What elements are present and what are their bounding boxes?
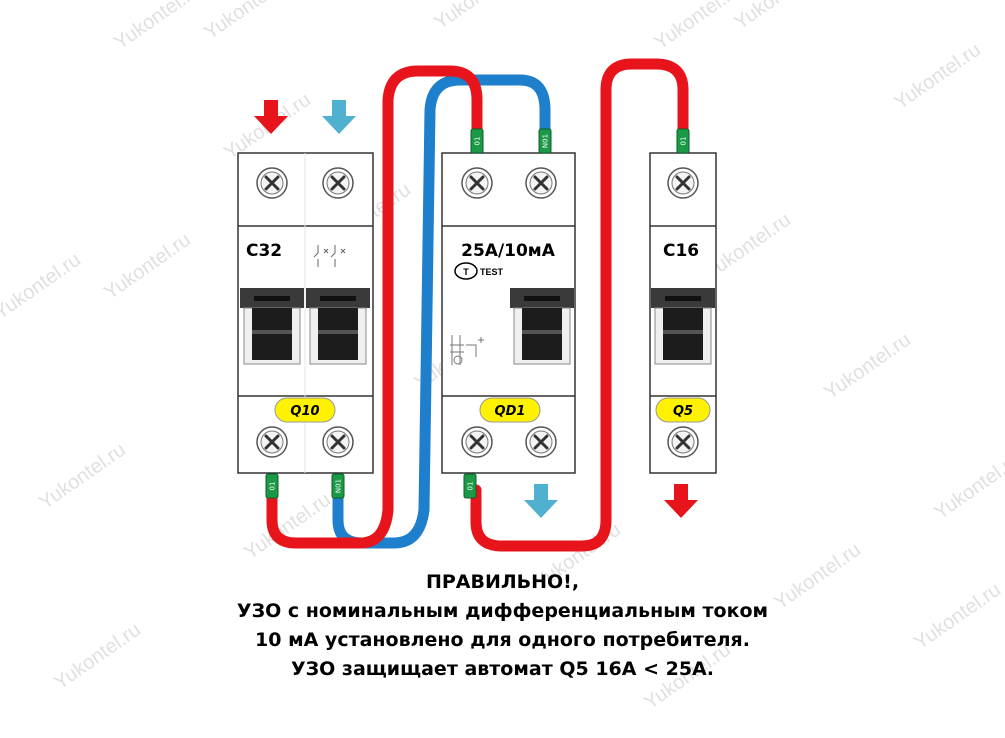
watermark-text: Yukontel.ru — [110, 0, 205, 54]
wire-marker: 01 — [474, 137, 482, 146]
test-button[interactable]: T TEST — [454, 262, 504, 280]
test-label: TEST — [480, 267, 504, 277]
caption-line-2: УЗО с номинальным дифференциальным током — [236, 600, 769, 622]
watermark-text: Yukontel.ru — [0, 249, 85, 324]
phase-wire-q10-to-qd1 — [266, 65, 483, 549]
neutral-out-arrow — [524, 484, 558, 518]
watermark-text: Yukontel.ru — [820, 329, 915, 404]
watermark-text: Yukontel.ru — [730, 0, 825, 34]
wire-marker: 01 — [269, 482, 277, 491]
watermark-text: Yukontel.ru — [100, 229, 195, 304]
screw-icon — [460, 166, 494, 200]
qd1-rating: 25A/10мА — [461, 241, 556, 261]
phase-out-arrow — [664, 484, 698, 518]
screw-icon — [666, 166, 700, 200]
watermark-text: Yukontel.ru — [650, 0, 745, 54]
screw-icon — [255, 166, 289, 200]
wires — [266, 58, 689, 552]
watermark-text: Yukontel.ru — [35, 439, 130, 514]
watermark-text: Yukontel.ru — [430, 0, 525, 34]
phase-wire-qd1-to-q5 — [470, 58, 689, 552]
rcd-schematic-icon — [450, 335, 484, 365]
wire-markers: 01 N01 01 01 N01 01 — [265, 128, 690, 499]
screw-icon — [460, 425, 494, 459]
watermark-text: Yukontel.ru — [240, 489, 335, 564]
caption: ПРАВИЛЬНО!, УЗО с номинальным дифференци… — [0, 568, 1005, 684]
screw-icon — [321, 425, 355, 459]
toggle-lever[interactable] — [509, 287, 575, 365]
watermark-text: Yukontel.ru — [930, 449, 1005, 524]
breaker-symbol-icon — [313, 245, 346, 267]
wire-marker: N01 — [542, 134, 550, 148]
toggle-lever[interactable] — [305, 287, 371, 365]
caption-line-4: УЗО защищает автомат Q5 16А < 25А. — [291, 658, 714, 680]
phase-in-arrow — [254, 100, 288, 134]
caption-line-3: 10 мА установлено для одного потребителя… — [255, 629, 750, 651]
watermark-text: Yukontel.ru — [200, 0, 295, 44]
flow-arrows — [254, 100, 698, 518]
screw-icon — [255, 425, 289, 459]
toggle-lever[interactable] — [650, 287, 716, 365]
test-symbol: T — [463, 267, 469, 277]
caption-line-1: ПРАВИЛЬНО!, — [425, 571, 580, 593]
toggle-lever[interactable] — [239, 287, 305, 365]
wire-marker: N01 — [335, 479, 343, 493]
wire-marker: 01 — [680, 137, 688, 146]
watermark-text: Yukontel.ru — [890, 39, 985, 114]
qd1-tag: QD1 — [495, 404, 526, 419]
screw-icon — [321, 166, 355, 200]
rcd-qd1: 25A/10мА T TEST QD1 — [441, 152, 576, 474]
q5-rating: C16 — [663, 241, 699, 261]
screw-icon — [524, 425, 558, 459]
q5-tag: Q5 — [673, 404, 693, 419]
q10-tag: Q10 — [290, 404, 319, 419]
q10-rating: C32 — [246, 241, 282, 261]
breaker-q10: C32 Q10 — [237, 152, 374, 474]
breaker-q5: C16 Q5 — [649, 152, 717, 474]
screw-icon — [666, 425, 700, 459]
neutral-in-arrow — [322, 100, 356, 134]
wire-marker: 01 — [467, 482, 475, 491]
screw-icon — [524, 166, 558, 200]
